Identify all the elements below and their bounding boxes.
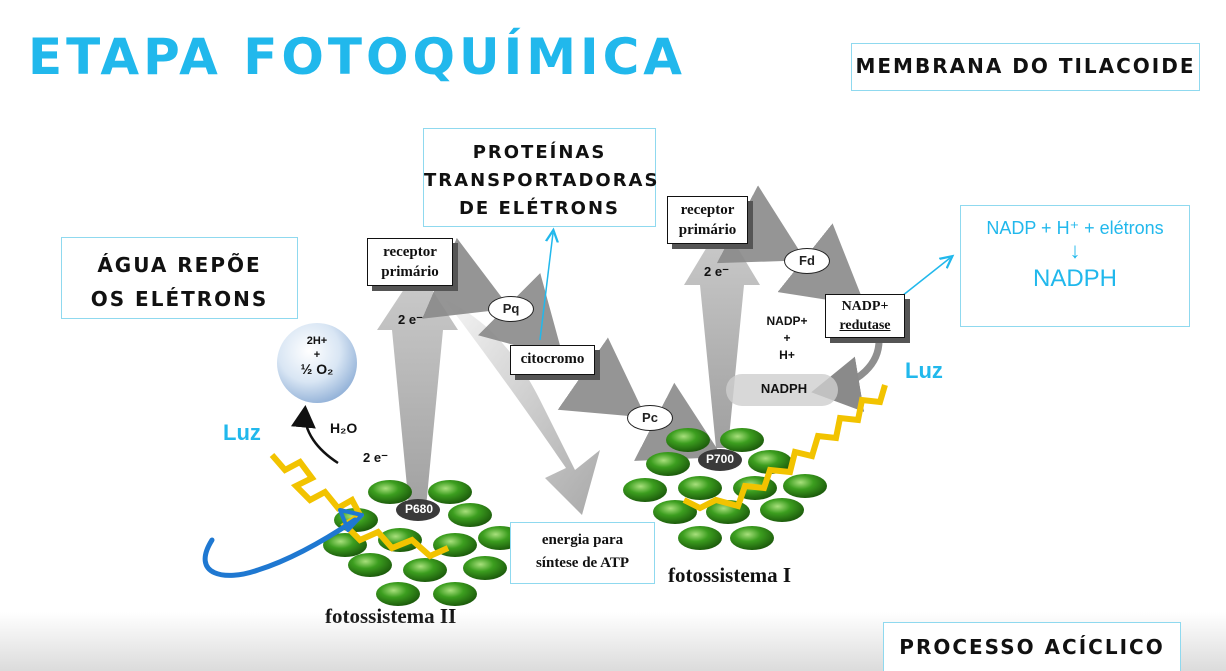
nadp-inputs: NADP+ + H+ xyxy=(752,313,822,364)
ps2-receptor-line1: receptor xyxy=(383,244,437,260)
plastocyanin-carrier: Pc xyxy=(627,405,673,431)
cytochrome-carrier: citocromo xyxy=(510,345,595,375)
nadph-product: NADPH xyxy=(760,381,808,396)
oxygen-products: 2H+ + ½ O₂ xyxy=(290,334,344,376)
page-title: ETAPA FOTOQUÍMICA xyxy=(28,28,686,86)
atp-note-line1: energia para xyxy=(541,532,624,548)
ps1-primary-receptor: receptor primário xyxy=(667,196,748,244)
nadp-reductase-line2: redutase xyxy=(839,318,891,333)
ps2-electrons-label: 2 e⁻ xyxy=(398,312,423,327)
nadp-inputs-line2: + xyxy=(783,331,791,345)
atp-note-box: energia para síntese de ATP xyxy=(510,522,655,584)
proteins-note-line2: TRANSPORTADORAS xyxy=(424,170,660,191)
nadp-inputs-line1: NADP+ xyxy=(766,314,808,328)
ps2-receptor-line2: primário xyxy=(381,264,439,280)
nadph-note-box: NADP + H⁺ + elétrons ↓ NADPH xyxy=(960,205,1190,327)
water-label: H₂O xyxy=(330,420,358,436)
water-split-arrow xyxy=(290,405,339,465)
energy-flow-arrow xyxy=(445,300,600,515)
plastoquinone-carrier: Pq xyxy=(488,296,534,322)
process-label-box: PROCESSO ACÍCLICO xyxy=(883,622,1181,671)
water-note-box: ÁGUA REPÕE OS ELÉTRONS xyxy=(61,237,298,319)
process-label: PROCESSO ACÍCLICO xyxy=(899,635,1165,659)
proteins-note-line3: DE ELÉTRONS xyxy=(458,198,621,219)
ps1-electrons-label: 2 e⁻ xyxy=(704,264,729,279)
ps2-light-label: Luz xyxy=(223,420,261,445)
ps2-reaction-center: P680 xyxy=(404,502,434,516)
oxygen-products-line1: 2H+ xyxy=(306,335,328,347)
ps1-label: fotossistema I xyxy=(668,563,792,587)
nadp-reductase: NADP+ redutase xyxy=(825,294,905,338)
ps1-light-zigzag-icon xyxy=(682,384,888,512)
ps2-primary-receptor: receptor primário xyxy=(367,238,453,286)
proteins-note-line1: PROTEÍNAS xyxy=(472,142,607,163)
oxygen-products-line3: ½ O₂ xyxy=(300,361,334,377)
atp-note-line2: síntese de ATP xyxy=(535,555,630,571)
ps1-receptor-line1: receptor xyxy=(680,202,735,218)
proteins-note-box: PROTEÍNAS TRANSPORTADORAS DE ELÉTRONS xyxy=(423,128,660,227)
ferredoxin-carrier: Fd xyxy=(784,248,830,274)
ps1-light-label: Luz xyxy=(905,358,943,383)
water-electrons-label: 2 e⁻ xyxy=(363,450,388,465)
nadp-reductase-line1: NADP+ xyxy=(841,299,889,314)
nadph-note-arrow-icon: ↓ xyxy=(1069,238,1081,263)
membrane-label: MEMBRANA DO TILACOIDE xyxy=(855,54,1196,78)
oxygen-sphere xyxy=(277,323,357,403)
nadph-note-equation: NADP + H⁺ + elétrons xyxy=(986,218,1164,238)
pen-pointer-arrow xyxy=(202,517,358,578)
nadph-note-result: NADPH xyxy=(1032,265,1117,292)
membrane-label-box: MEMBRANA DO TILACOIDE xyxy=(851,43,1200,91)
ps1-receptor-line2: primário xyxy=(678,222,737,238)
ps1-reaction-center: P700 xyxy=(705,452,735,466)
nadp-inputs-line3: H+ xyxy=(779,348,795,362)
oxygen-products-line2: + xyxy=(313,349,321,361)
ps2-excitation-arrow xyxy=(377,268,458,518)
ps2-light-zigzag-icon xyxy=(269,453,450,560)
ps1-excitation-arrow xyxy=(684,222,760,448)
water-note-line1: ÁGUA REPÕE xyxy=(97,253,262,277)
water-note-line2: OS ELÉTRONS xyxy=(90,287,269,311)
